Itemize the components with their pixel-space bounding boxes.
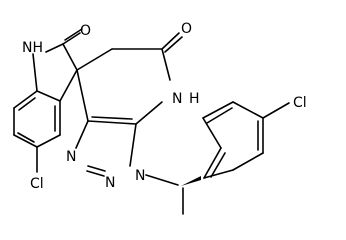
bond-c3-ch2 <box>76 48 113 71</box>
bond-n1-c2 <box>45 43 64 53</box>
bond-c2-o-double <box>64 28 83 41</box>
bond-ph-c1-c2 <box>203 147 222 179</box>
bond-c7a-c3a <box>36 90 61 102</box>
bond-wedge <box>181 176 201 186</box>
bond-c7a-n1 <box>32 53 38 92</box>
label-n-triazole-1: N <box>66 149 76 165</box>
chemical-structure: NH O O H N Cl N N N Cl <box>13 21 307 215</box>
bond-c2-o <box>62 32 81 45</box>
label-o-lactam: O <box>80 23 91 39</box>
bond-ph-c1-attach <box>203 169 234 179</box>
bonds <box>13 28 290 215</box>
bond-ph-arom-3 <box>210 152 226 178</box>
bond-ph-c6-c1 <box>232 152 264 171</box>
bond-ph-c4-c5 <box>232 101 264 119</box>
bond-c4-c5 <box>36 134 61 148</box>
bond-co-n <box>161 48 171 81</box>
bond-arom-2 <box>17 132 35 143</box>
bond-n3-ch <box>145 174 179 186</box>
label-n-pyridone: N <box>172 91 182 107</box>
label-n-triazole-2: N <box>105 175 115 191</box>
bond-arom-3 <box>18 97 36 111</box>
bond-c5-c6 <box>13 134 38 148</box>
bond-c3a-tri-c3 <box>76 69 89 122</box>
label-o-pyridone: O <box>181 21 192 37</box>
bond-ph-c2-c3 <box>202 117 222 149</box>
label-h-pyridone: H <box>189 91 200 107</box>
label-nh-lactam: NH <box>22 40 43 56</box>
bond-ph-arom-1 <box>206 107 233 124</box>
label-n-triazole-3: N <box>135 168 145 184</box>
bond-ph-c3-c4 <box>202 101 234 119</box>
bond-c2-c3 <box>62 43 78 71</box>
atom-labels: NH O O H N Cl N N N Cl <box>22 21 307 192</box>
bond-ph-cl <box>262 102 290 119</box>
bond-n-n <box>86 170 105 177</box>
bond-c7-c7a <box>13 90 38 109</box>
bond-c3a-n <box>75 120 89 149</box>
bond-n-c7a-tri <box>135 101 163 125</box>
bond-n-n-double <box>87 165 106 172</box>
label-cl-phenyl: Cl <box>293 95 307 111</box>
bond-c3a-c7a-tri-double <box>91 116 133 120</box>
bond-c3a-c7a-tri <box>87 120 137 125</box>
label-cl-indole: Cl <box>30 176 44 192</box>
bond-c3-c3a <box>59 69 78 102</box>
bond-n3-c7a <box>129 123 137 167</box>
bond-co-o <box>161 32 180 50</box>
bond-co-o-double <box>164 36 183 53</box>
